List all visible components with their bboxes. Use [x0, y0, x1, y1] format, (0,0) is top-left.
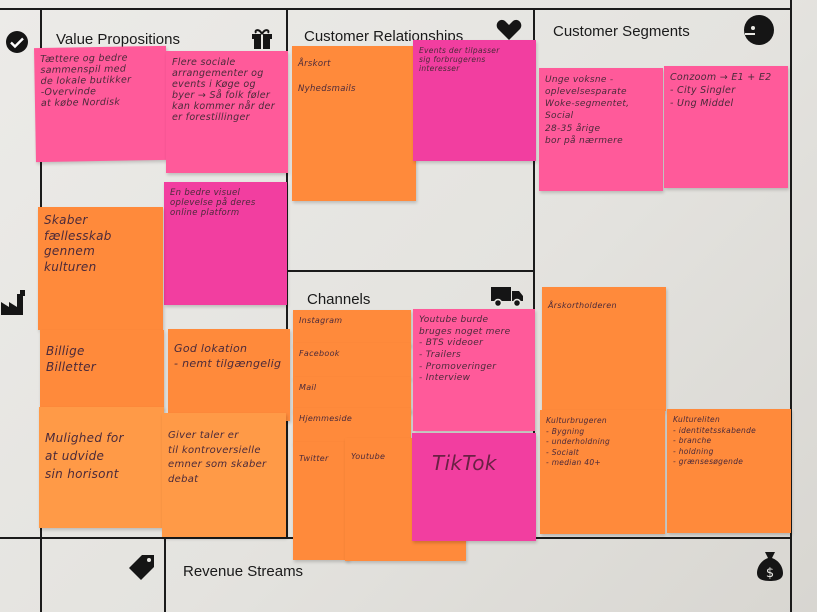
- sticky-note-cr-annual-pass: Årskort Nyhedsmails: [292, 46, 416, 201]
- price-tag-icon: [129, 555, 154, 580]
- svg-text:$: $: [766, 566, 774, 581]
- sticky-note-vp-local-shops: Tættere og bedre sammenspil med de lokal…: [34, 45, 168, 163]
- grid-line: [286, 8, 288, 538]
- channels-title: Channels: [307, 291, 371, 308]
- sticky-note-ch-mail: Mail: [293, 377, 411, 413]
- sticky-note-cs-young-adults: Unge voksne - oplevelsesparate Woke-segm…: [539, 68, 663, 191]
- sticky-note-vp-social-events: Flere sociale arrangementer og events i …: [166, 51, 288, 173]
- checkmark-icon: [6, 31, 28, 53]
- revenue-streams-title: Revenue Streams: [183, 563, 304, 580]
- money-bag-icon: $: [757, 552, 783, 581]
- grid-line: [286, 270, 534, 272]
- gift-icon: [252, 29, 272, 49]
- sticky-note-cs-culture-user: Kulturbrugeren - Bygning - underholdning…: [540, 410, 665, 534]
- sticky-note-cs-annual-holder: Årskortholderen: [542, 287, 666, 411]
- grid-line: [533, 8, 535, 538]
- factory-icon: [1, 290, 25, 315]
- sticky-note-cs-culture-elite: Kultureliten - identitetsskabende - bran…: [667, 409, 791, 533]
- customer-segments-title: Customer Segments: [553, 23, 690, 40]
- sticky-note-ch-youtube-more: Youtube burde bruges noget mere - BTS vi…: [413, 309, 535, 431]
- grid-line: [790, 0, 792, 612]
- sticky-note-vp-debate: Giver taler er til kontroversielle emner…: [162, 413, 286, 537]
- value-propositions-title: Value Propositions: [56, 31, 180, 48]
- sticky-note-ch-tiktok: TikTok: [412, 433, 536, 541]
- sticky-note-vp-horizon: Mulighed for at udvide sin horisont: [39, 407, 164, 528]
- heart-icon: [496, 19, 522, 40]
- sticky-note-vp-community: Skaber fællesskab gennem kulturen: [38, 207, 163, 330]
- sticky-note-ch-instagram: Instagram: [293, 310, 411, 346]
- sticky-note-vp-cheap-tickets: Billige Billetter: [40, 330, 164, 410]
- sticky-note-vp-location: God lokation - nemt tilgængelig: [168, 329, 290, 421]
- truck-icon: [491, 287, 523, 308]
- sticky-note-cr-events: Events der tilpasser sig forbrugerens in…: [413, 40, 536, 161]
- grid-line: [0, 8, 790, 10]
- face-icon: [744, 15, 774, 45]
- sticky-note-vp-visual: En bedre visuel oplevelse på deres onlin…: [164, 182, 287, 305]
- sticky-note-ch-twitter: Twitter: [293, 442, 349, 560]
- sticky-note-ch-facebook: Facebook: [293, 343, 411, 379]
- grid-line: [164, 537, 166, 612]
- sticky-note-cs-conzoom: Conzoom → E1 + E2 - City Singler - Ung M…: [664, 66, 788, 188]
